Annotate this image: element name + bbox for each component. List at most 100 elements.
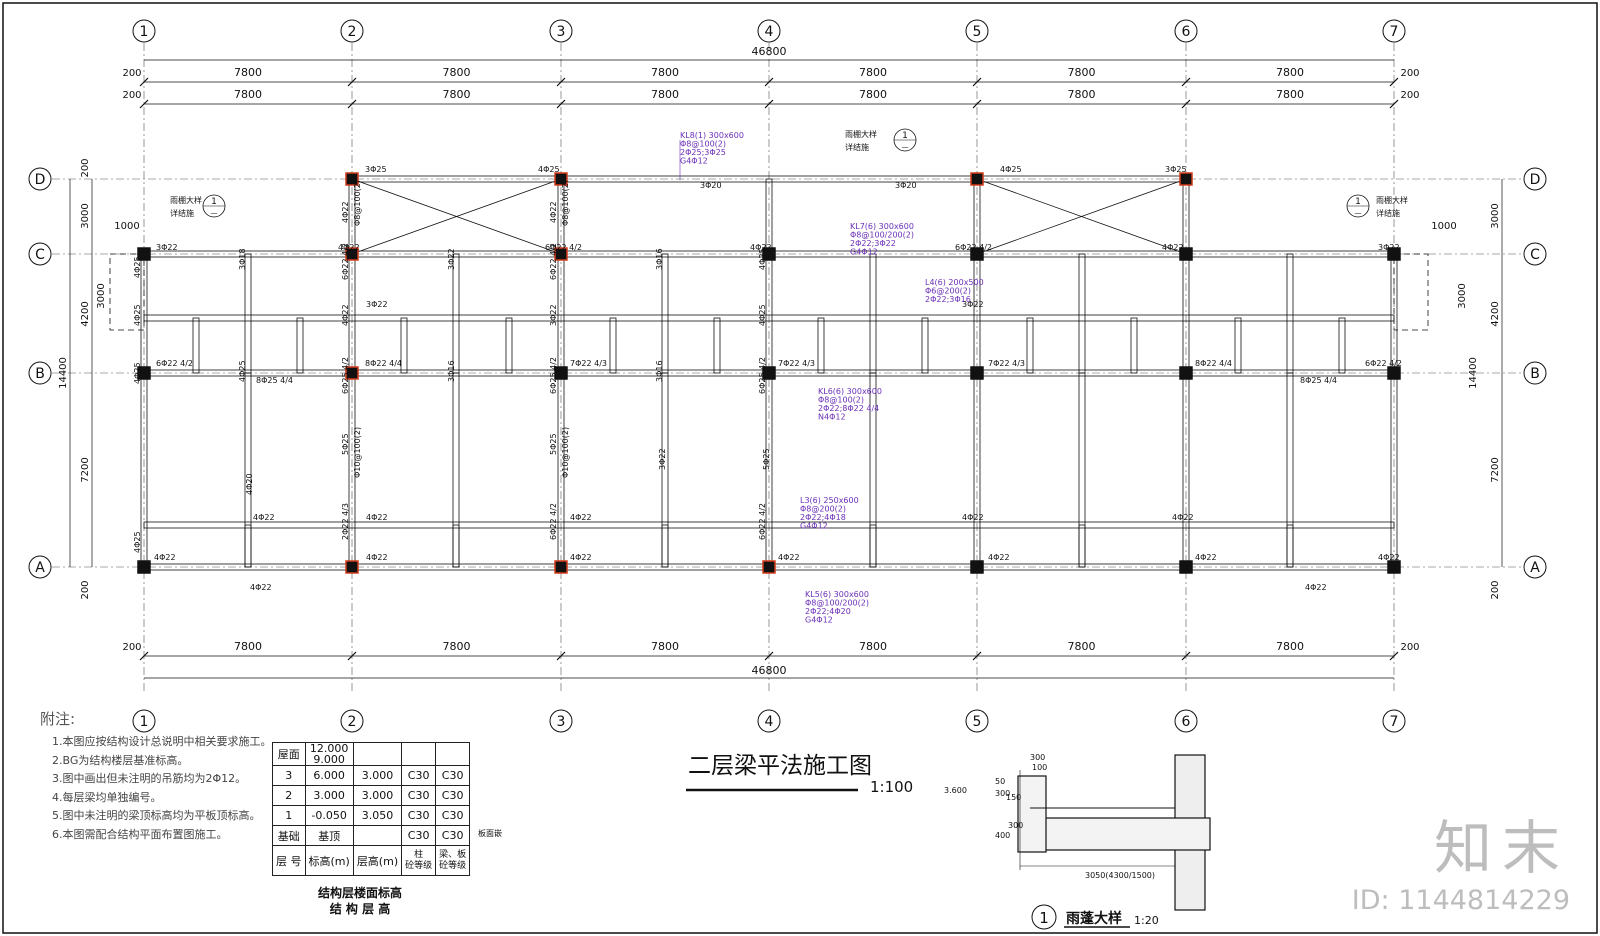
column [345,172,359,186]
detail-num: 1 [1039,909,1049,927]
beam-label: Φ8@100(2) [680,140,726,149]
rebar-label: 4Φ22 [570,513,592,522]
level-col-1: C30 [401,805,437,826]
axis-bubble-7 [1382,19,1406,43]
watermark-id: ID: 1144814229 [1351,885,1570,916]
level-height-1: 3.050 [352,805,403,826]
dimension-text: 7800 [1276,640,1304,653]
header-elev: 标高(m) [304,845,354,876]
beam-label: KL6(6) 300x600 [818,387,882,396]
axis-bubble-6 [1174,709,1198,733]
beam [661,524,669,568]
axis-bubble-3 [549,19,573,43]
dimension-text: 7800 [1276,88,1304,101]
level-floor-3: 3 [272,765,306,786]
dimension-text: 7800 [651,66,679,79]
rebar-label-vertical: 4Φ22 [341,304,350,326]
level-base-slab: C30 [435,825,471,846]
beam [869,372,877,568]
beam-label: L3(6) 250x600 [800,496,859,505]
dimension-text: 7800 [859,66,887,79]
watermark-logo: 知末 [1433,814,1570,882]
cantilever-dim-left: 1000 [114,221,139,232]
header-slab: 梁、板 砼等级 [435,845,471,876]
detail-dim: 150 [1006,793,1021,802]
note-line-6: 6.本图需配合结构平面布置图施工。 [52,827,228,841]
axis-bubble-5 [965,19,989,43]
level-elev-3: 6.000 [304,765,354,786]
detail-scale: 1:20 [1134,914,1159,927]
beam-label: 2Φ25;3Φ25 [680,148,726,157]
rebar-label: 4Φ22 [1195,553,1217,562]
beam [452,372,460,568]
axis-bubble-D [1523,167,1547,191]
dimension-text: 7800 [443,66,471,79]
rebar-label: 8Φ22 4/4 [365,359,402,368]
rebar-label-vertical: 4Φ22 [549,201,558,223]
level-table-caption: 结构层楼面标高 结 构 层 高 [290,885,430,917]
beam-label: G4Φ12 [680,157,708,166]
detail-dim: 3050(4300/1500) [1085,871,1155,880]
detail-slab [1039,817,1211,851]
beam-label: G4Φ12 [850,248,878,257]
axis-bubble-2 [340,19,364,43]
canopy-note-2: 详结施 [845,142,869,152]
level-col-2: C30 [401,785,437,806]
rebar-label-vertical: 4Φ25 [133,531,142,553]
beam-label: 2Φ22;3Φ22 [850,239,896,248]
rebar-label: 4Φ22 [962,513,984,522]
rebar-label-vertical: Φ8@100(2) [561,180,570,226]
beam-label: 2Φ22;3Φ16 [925,295,971,304]
dimension-tick [972,99,982,109]
rebar-label-vertical: 3Φ16 [655,248,664,270]
dimension-tick [556,77,566,87]
axis-bubble-2 [340,709,364,733]
right-dim-3000: 3000 [1490,203,1501,228]
column [137,247,151,261]
beam [609,317,617,374]
rebar-label: 7Φ22 4/3 [570,359,607,368]
canopy-note-2: 详结施 [1376,208,1400,218]
header-height: 层高(m) [352,845,403,876]
dimension-text: 7800 [1068,88,1096,101]
level-floor-2: 2 [272,785,306,806]
detail-ref-sub: — [902,143,909,151]
dimension-edge: 200 [122,68,141,79]
axis-bubble-6 [1174,19,1198,43]
rebar-label-vertical: 4Φ25 [758,248,767,270]
left-dim-4200: 4200 [80,301,91,326]
rebar-label-vertical: 6Φ25 4/2 [549,357,558,394]
axis-bubble-B [1523,361,1547,385]
axis-bubble-4 [757,19,781,43]
level-slab-1: C30 [435,805,471,826]
dimension-text: 7800 [1068,66,1096,79]
canopy-note: 雨棚大样 [1376,195,1408,205]
beam [1286,524,1294,568]
level-slab-3: C30 [435,765,471,786]
column [137,560,151,574]
dimension-tick [1181,651,1191,661]
beam [1286,372,1294,568]
detail-dim: 3.600 [944,786,967,795]
rebar-label-vertical: 2Φ22 4/3 [341,503,350,540]
beam [1286,253,1294,374]
beam [869,253,877,374]
opening-cross [976,178,1187,255]
detail-num-bubble [1031,904,1057,930]
level-base-floor: 基础 [272,825,306,846]
rebar-label-vertical: 4Φ22 [341,201,350,223]
dimension-text: 7800 [651,640,679,653]
level-elev-1: -0.050 [304,805,354,826]
rebar-label-vertical: 4Φ25 [758,304,767,326]
dimension-tick [556,99,566,109]
rebar-label: 4Φ22 [1172,513,1194,522]
rebar-label-vertical: 6Φ22 4/2 [549,503,558,540]
beam [1026,317,1034,374]
beam [1078,253,1086,374]
column [970,247,984,261]
dimension-tick [556,651,566,661]
column [1387,560,1401,574]
